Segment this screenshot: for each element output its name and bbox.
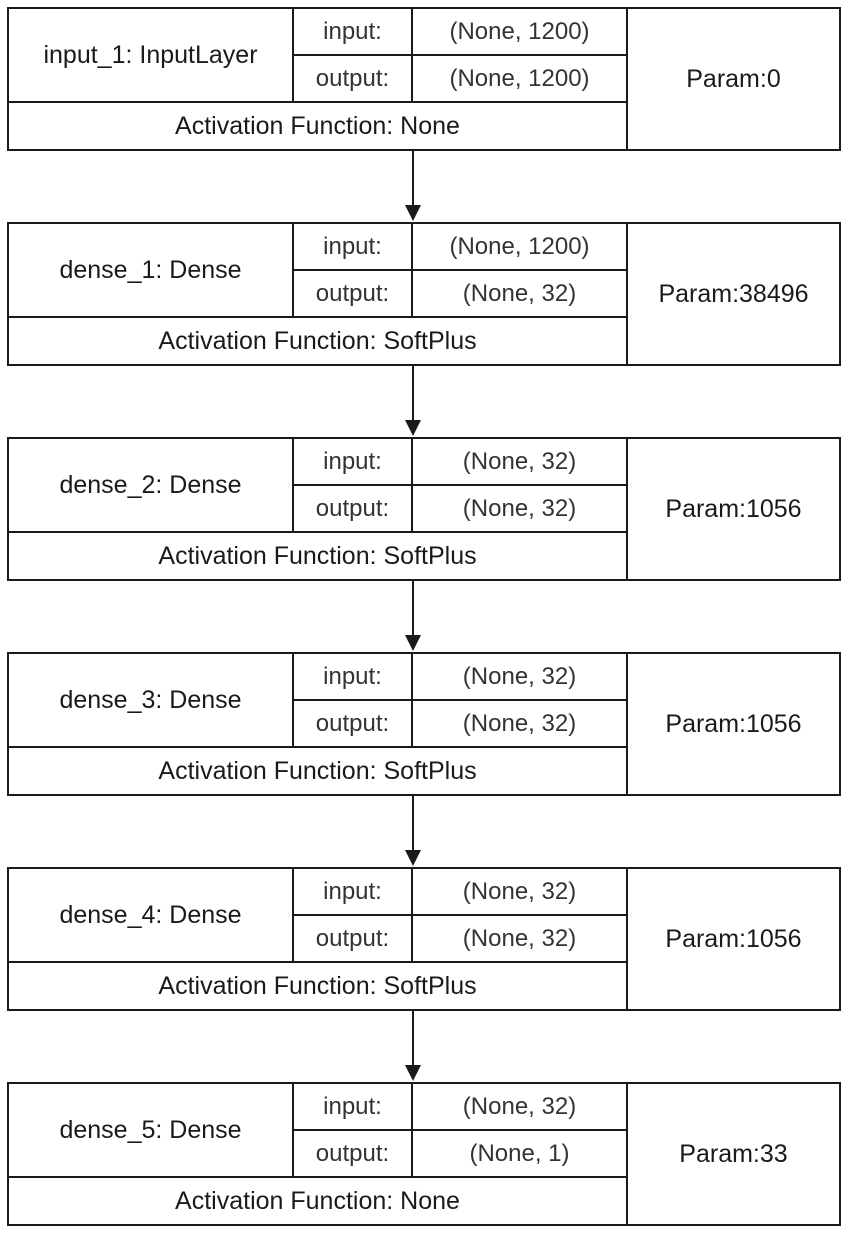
input-label: input: — [294, 9, 413, 56]
output-label: output: — [294, 916, 413, 963]
layer-box-dense-4: dense_4: Dense input: (None, 32) output:… — [7, 867, 841, 1011]
layer-box-input-1: input_1: InputLayer input: (None, 1200) … — [7, 7, 841, 151]
arrow-down-icon — [404, 796, 422, 866]
param-count: Param:1056 — [665, 924, 802, 953]
output-label: output: — [294, 1131, 413, 1178]
activation-function: Activation Function: SoftPlus — [9, 533, 628, 579]
layer-name: dense_2: Dense — [9, 439, 294, 533]
arrow-down-icon — [404, 151, 422, 221]
output-label: output: — [294, 56, 413, 103]
activation-function: Activation Function: None — [9, 1178, 628, 1224]
param-count: Param:38496 — [658, 279, 809, 308]
input-shape: (None, 1200) — [413, 9, 628, 56]
input-label: input: — [294, 654, 413, 701]
param-count: Param:0 — [686, 64, 781, 93]
input-shape: (None, 32) — [413, 654, 628, 701]
input-label: input: — [294, 869, 413, 916]
layer-box-dense-1: dense_1: Dense input: (None, 1200) outpu… — [7, 222, 841, 366]
layer-box-dense-2: dense_2: Dense input: (None, 32) output:… — [7, 437, 841, 581]
activation-function: Activation Function: SoftPlus — [9, 748, 628, 794]
input-shape: (None, 1200) — [413, 224, 628, 271]
layer-name: input_1: InputLayer — [9, 9, 294, 103]
param-count: Param:33 — [679, 1139, 788, 1168]
layer-box-dense-3: dense_3: Dense input: (None, 32) output:… — [7, 652, 841, 796]
output-shape: (None, 32) — [413, 916, 628, 963]
input-shape: (None, 32) — [413, 439, 628, 486]
input-label: input: — [294, 439, 413, 486]
output-label: output: — [294, 271, 413, 318]
arrow-down-icon — [404, 366, 422, 436]
layer-name: dense_4: Dense — [9, 869, 294, 963]
activation-function: Activation Function: None — [9, 103, 628, 149]
output-shape: (None, 1) — [413, 1131, 628, 1178]
activation-function: Activation Function: SoftPlus — [9, 318, 628, 364]
input-shape: (None, 32) — [413, 1084, 628, 1131]
input-label: input: — [294, 224, 413, 271]
layer-name: dense_3: Dense — [9, 654, 294, 748]
output-shape: (None, 32) — [413, 701, 628, 748]
arrow-down-icon — [404, 1011, 422, 1081]
layer-box-dense-5: dense_5: Dense input: (None, 32) output:… — [7, 1082, 841, 1226]
output-shape: (None, 1200) — [413, 56, 628, 103]
param-count: Param:1056 — [665, 494, 802, 523]
layer-name: dense_5: Dense — [9, 1084, 294, 1178]
input-label: input: — [294, 1084, 413, 1131]
arrow-down-icon — [404, 581, 422, 651]
activation-function: Activation Function: SoftPlus — [9, 963, 628, 1009]
output-shape: (None, 32) — [413, 271, 628, 318]
param-count: Param:1056 — [665, 709, 802, 738]
input-shape: (None, 32) — [413, 869, 628, 916]
output-label: output: — [294, 486, 413, 533]
output-label: output: — [294, 701, 413, 748]
output-shape: (None, 32) — [413, 486, 628, 533]
layer-name: dense_1: Dense — [9, 224, 294, 318]
